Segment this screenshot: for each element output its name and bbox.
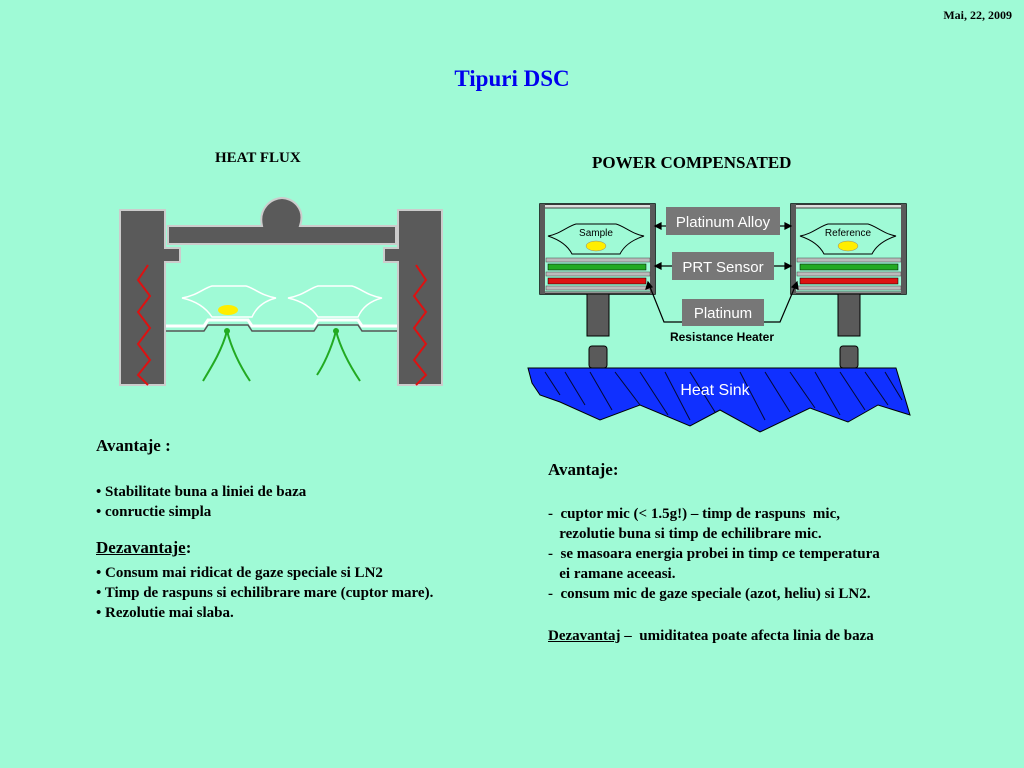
page-title: Tipuri DSC bbox=[454, 66, 570, 91]
reference-sensor-green bbox=[799, 263, 899, 271]
platinum-label: Platinum bbox=[694, 305, 752, 322]
heat-flux-advantages-title: Avantaje : bbox=[96, 436, 171, 455]
list-item: • Timp de raspuns si echilibrare mare (c… bbox=[96, 585, 434, 601]
reference-thermocouple bbox=[316, 330, 361, 382]
resistance-heater-label: Resistance Heater bbox=[670, 330, 774, 344]
power-compensated-advantages-title: Avantaje: bbox=[548, 460, 619, 479]
heat-sink bbox=[527, 367, 911, 433]
list-item: ei ramane aceeasi. bbox=[548, 566, 676, 582]
reference-drop bbox=[837, 240, 859, 252]
list-item: • Consum mai ridicat de gaze speciale si… bbox=[96, 565, 383, 581]
sample-platform bbox=[166, 318, 397, 328]
date-label: Mai, 22, 2009 bbox=[943, 8, 1012, 22]
heat-flux-disadvantages-title: Dezavantaje: bbox=[96, 538, 191, 558]
power-compensated-heading: POWER COMPENSATED bbox=[592, 153, 792, 172]
heat-sink-label: Heat Sink bbox=[680, 382, 750, 399]
sample-sensor-green bbox=[547, 263, 647, 271]
reference-pan bbox=[287, 285, 383, 318]
disadvantage-word: Dezavantaj bbox=[548, 628, 621, 644]
platinum-alloy-box bbox=[666, 207, 780, 235]
disadvantages-word: Dezavantaje bbox=[96, 538, 186, 557]
reference-label: Reference bbox=[825, 228, 872, 239]
right-heater-wire bbox=[412, 264, 428, 386]
reference-stem bbox=[837, 293, 861, 337]
prt-sensor-label: PRT Sensor bbox=[682, 259, 763, 276]
prt-sensor-box bbox=[672, 252, 774, 280]
disadvantages-colon: : bbox=[185, 538, 192, 557]
platinum-box bbox=[682, 299, 764, 326]
right-furnace-wall bbox=[383, 209, 443, 386]
power-compensated-disadvantage: Dezavantaj – umiditatea poate afecta lin… bbox=[548, 626, 874, 646]
sample-thermocouple bbox=[202, 330, 251, 382]
list-item: - cuptor mic (< 1.5g!) – timp de raspuns… bbox=[548, 506, 841, 522]
sample-pan bbox=[181, 285, 277, 318]
furnace-lid bbox=[167, 196, 397, 245]
heat-flux-advantages-list: • Stabilitate buna a liniei de baza • co… bbox=[96, 482, 306, 522]
list-item: • conructie simpla bbox=[96, 504, 212, 520]
list-item: • Stabilitate buna a liniei de baza bbox=[96, 484, 307, 500]
heat-flux-diagram bbox=[119, 196, 443, 386]
list-item: - consum mic de gaze speciale (azot, hel… bbox=[548, 586, 871, 602]
sample-label: Sample bbox=[579, 228, 613, 239]
sample-stem bbox=[586, 293, 610, 337]
power-compensated-diagram: Heat Sink Sample Reference Platinum bbox=[527, 203, 911, 433]
power-compensated-advantages-list: - cuptor mic (< 1.5g!) – timp de raspuns… bbox=[548, 504, 880, 604]
heat-flux-disadvantages-list: • Consum mai ridicat de gaze speciale si… bbox=[96, 563, 433, 623]
sample-drop-pc bbox=[585, 240, 607, 252]
sample-drop bbox=[218, 305, 238, 315]
heat-flux-heading: HEAT FLUX bbox=[215, 150, 301, 166]
left-heater-wire bbox=[136, 264, 152, 386]
list-item: rezolutie buna si timp de echilibrare mi… bbox=[548, 526, 822, 542]
disadvantage-text: – umiditatea poate afecta linia de baza bbox=[620, 628, 874, 644]
sample-heater-red bbox=[547, 277, 647, 285]
list-item: • Rezolutie mai slaba. bbox=[96, 605, 234, 621]
reference-heater-red bbox=[799, 277, 899, 285]
list-item: - se masoara energia probei in timp ce t… bbox=[548, 546, 880, 562]
platinum-alloy-label: Platinum Alloy bbox=[676, 214, 771, 231]
